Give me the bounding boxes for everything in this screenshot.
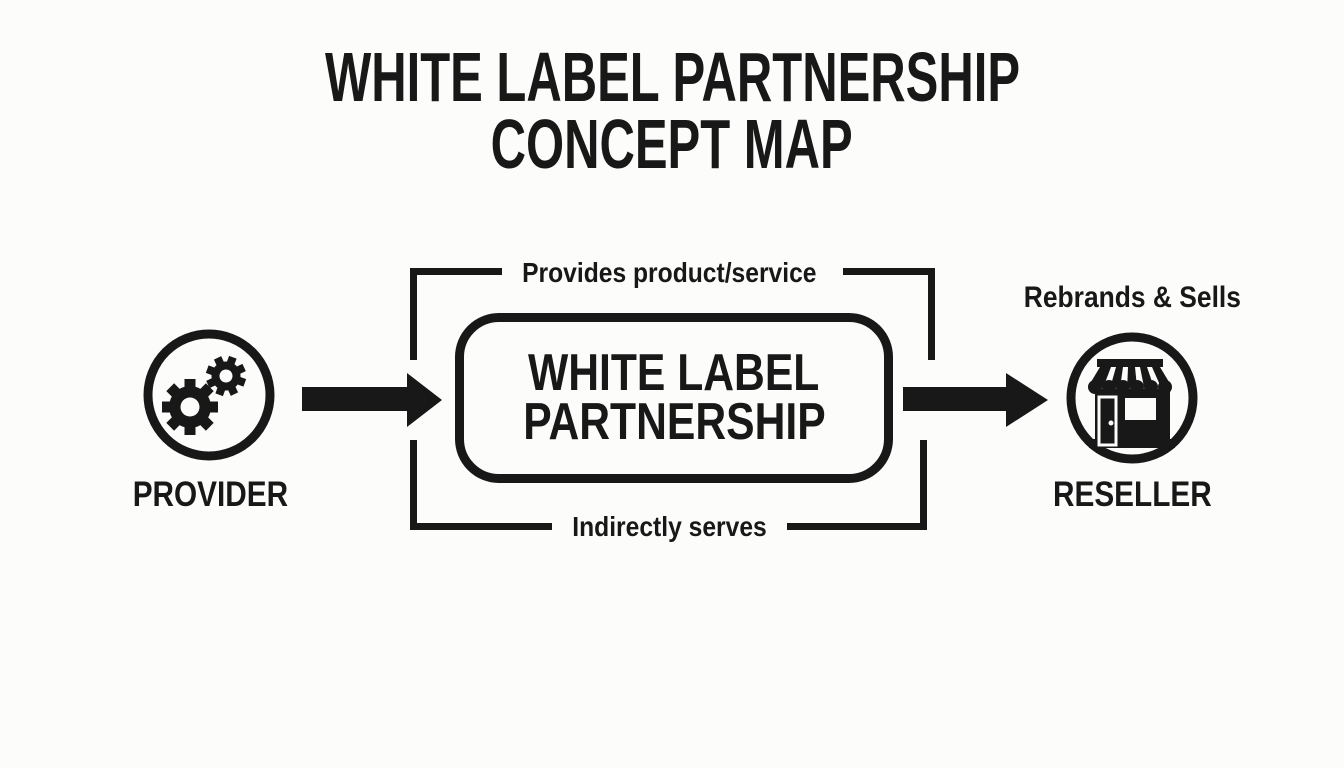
bracket-bottom-right-vertical — [920, 440, 927, 530]
partnership-node: WHITE LABEL PARTNERSHIP — [455, 313, 893, 483]
partnership-node-line2: PARTNERSHIP — [522, 393, 826, 451]
provider-label: PROVIDER — [100, 475, 320, 514]
edge-label-provides-text: Provides product/service — [521, 257, 817, 288]
provider-label-text: PROVIDER — [132, 475, 288, 514]
reseller-label-text: RESELLER — [1052, 475, 1212, 514]
edge-label-indirectly-serves-text: Indirectly serves — [572, 511, 767, 542]
bracket-bottom-right-horizontal — [787, 523, 927, 530]
diagram-title-line1-text: WHITE LABEL PARTNERSHIP — [324, 38, 1020, 116]
bracket-bottom-left-vertical — [410, 440, 417, 530]
bracket-top-left-horizontal — [410, 268, 502, 275]
edge-label-provides: Provides product/service — [498, 255, 840, 290]
storefront-icon — [1066, 332, 1198, 464]
bracket-bottom-left-horizontal — [410, 523, 552, 530]
arrow-partnership-to-reseller-icon — [903, 373, 1048, 427]
arrow-provider-to-partnership-icon — [302, 373, 442, 427]
gears-icon — [143, 329, 275, 461]
diagram-title-line2: CONCEPT MAP — [0, 105, 1344, 183]
partnership-node-line1: WHITE LABEL — [528, 344, 820, 402]
reseller-label: RESELLER — [1022, 475, 1242, 514]
bracket-top-right-horizontal — [843, 268, 935, 275]
edge-label-indirectly-serves: Indirectly serves — [552, 509, 787, 544]
reseller-annotation-text: Rebrands & Sells — [1023, 281, 1241, 314]
diagram-title-line1: WHITE LABEL PARTNERSHIP — [0, 38, 1344, 116]
diagram-title-line2-text: CONCEPT MAP — [490, 105, 854, 183]
reseller-annotation: Rebrands & Sells — [972, 281, 1292, 314]
diagram-title: WHITE LABEL PARTNERSHIP CONCEPT MAP — [0, 38, 1344, 183]
bracket-top-right-vertical — [928, 268, 935, 360]
bracket-top-left-vertical — [410, 268, 417, 360]
